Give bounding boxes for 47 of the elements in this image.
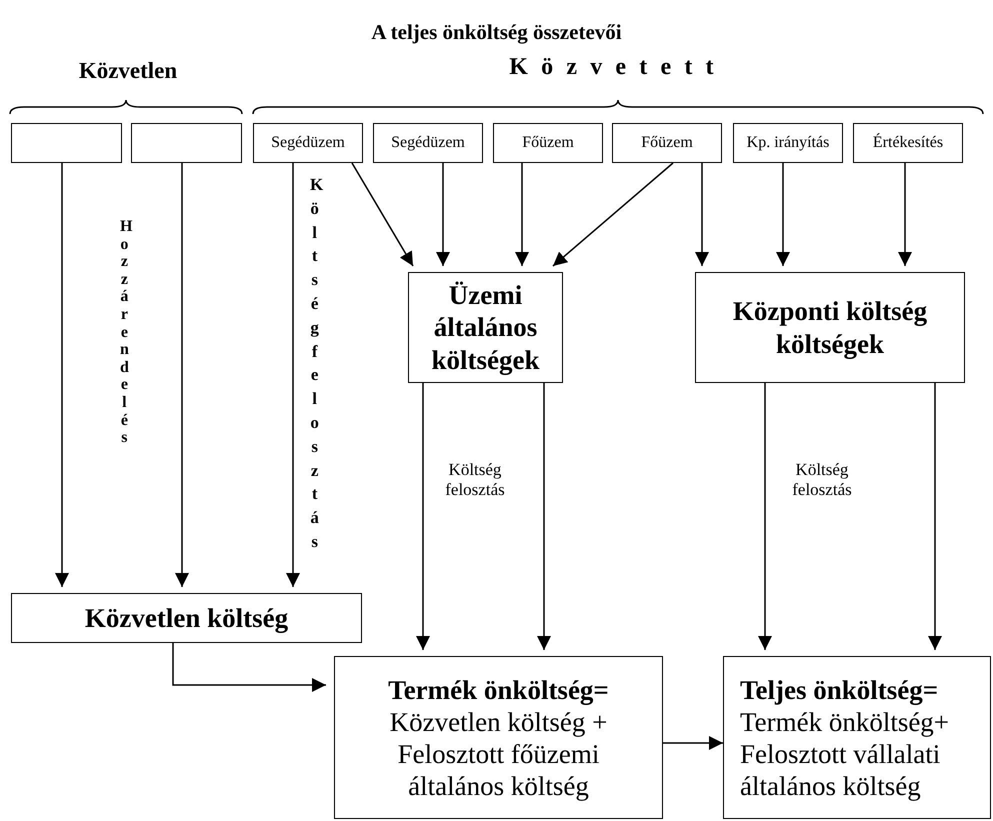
arrow	[928, 383, 942, 650]
arrow	[776, 163, 790, 266]
diagram-title: A teljes önköltség összetevői	[370, 20, 623, 45]
process-box	[612, 123, 722, 163]
box-label: Főüzem	[641, 134, 693, 152]
formula-heading: Teljes önköltség=	[740, 675, 940, 707]
arrow	[55, 163, 69, 587]
process-box	[373, 123, 483, 163]
arrow	[175, 163, 189, 587]
empty-box	[11, 123, 122, 163]
arrow	[515, 163, 529, 266]
process-box	[11, 593, 362, 643]
group-heading: Közvetlen	[78, 58, 178, 84]
box-label: Üzemi általános költségek	[430, 278, 540, 376]
formula-text: Termék önköltség+ Felosztott vállalati általános költség	[740, 706, 950, 802]
formula-text: Közvetlen költség + Felosztott főüzemi általános költség	[388, 706, 608, 802]
empty-box	[131, 123, 242, 163]
arrow	[351, 162, 414, 266]
process-box	[733, 123, 843, 163]
process-box	[853, 123, 963, 163]
group-heading: Közvetett	[508, 54, 728, 81]
arrow	[695, 163, 709, 266]
formula-heading: Termék önköltség=	[387, 675, 610, 707]
box-label: Főüzem	[522, 134, 574, 152]
process-box	[408, 272, 563, 383]
arrow	[436, 163, 450, 266]
arrow	[172, 643, 326, 692]
arrow	[416, 383, 430, 650]
process-box	[253, 123, 363, 163]
arrow	[537, 383, 551, 650]
process-box	[493, 123, 603, 163]
arrow	[758, 383, 772, 650]
arrow	[898, 163, 912, 266]
annotation-text: Költség felosztás	[791, 460, 853, 501]
box-label: Értékesítés	[872, 134, 944, 152]
box-label: Kp. irányítás	[746, 134, 830, 152]
box-label: Segédüzem	[391, 134, 465, 152]
arrow	[552, 162, 674, 267]
arrow	[286, 163, 300, 587]
annotation-text: Költség felosztás	[444, 460, 506, 501]
box-label: Közvetlen költség	[84, 602, 288, 634]
box-label: Segédüzem	[271, 134, 345, 152]
formula-box	[723, 656, 991, 819]
formula-box	[334, 656, 663, 819]
process-box	[695, 272, 965, 383]
box-label: Központi költség költségek	[732, 295, 928, 360]
arrow	[663, 736, 723, 750]
